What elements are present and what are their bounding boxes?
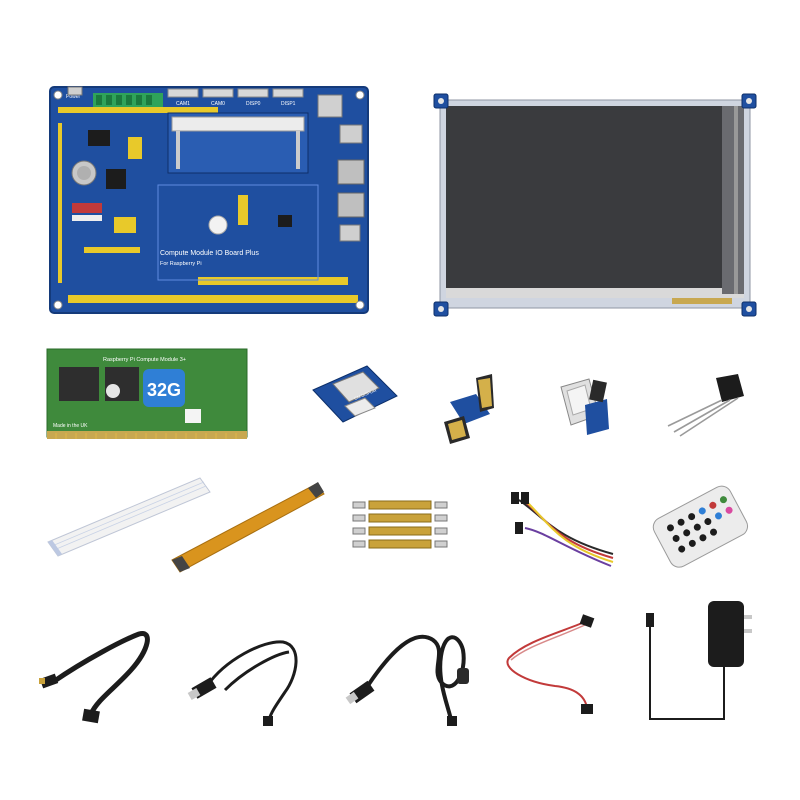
standoff-kit	[345, 495, 455, 557]
board-subtitle: For Raspberry Pi	[160, 261, 202, 267]
red-wire-cable	[495, 612, 600, 717]
usb-adapter	[555, 375, 615, 440]
fpc-flat-cable	[42, 470, 217, 565]
ir-receiver	[660, 372, 755, 437]
io-board: CAM1 CAM0 DISP0 DISP1 Power	[48, 85, 370, 315]
hdmi-cable	[35, 620, 155, 730]
power-adapter	[640, 595, 765, 730]
cam1-label: CAM1	[176, 101, 190, 107]
lcd-screen	[432, 92, 758, 318]
board-title: Compute Module IO Board Plus	[160, 250, 259, 257]
usb-micro-cable-split	[185, 620, 310, 730]
orange-fpc-cable	[168, 476, 328, 581]
power-label: Power	[66, 94, 81, 100]
disp0-label: DISP0	[246, 101, 261, 107]
module-origin: Made in the UK	[53, 423, 88, 429]
compute-module: Raspberry Pi Compute Module 3+ 32G Made …	[45, 347, 250, 442]
jumper-wires	[505, 488, 620, 573]
module-name: Raspberry Pi Compute Module 3+	[103, 357, 186, 363]
cam0-label: CAM0	[211, 101, 225, 107]
hdmi-adapter	[440, 372, 505, 447]
capacity-badge: 32G	[147, 380, 181, 400]
fpc-adapter: CM-DISPLAY	[305, 360, 405, 430]
usb-micro-cable	[345, 620, 480, 730]
ir-remote	[640, 478, 760, 578]
disp1-label: DISP1	[281, 101, 296, 107]
